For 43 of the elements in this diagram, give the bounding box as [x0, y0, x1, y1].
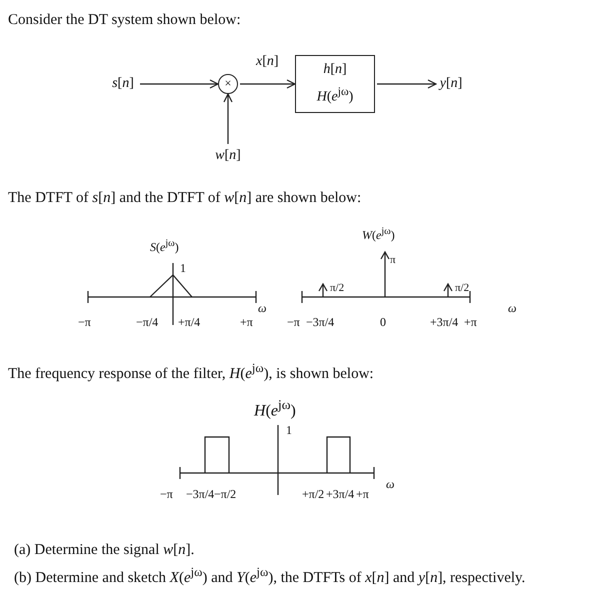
signal-label: w[n]: [213, 146, 243, 166]
tick-label: +π: [464, 316, 477, 330]
value-label: π/2: [455, 282, 470, 294]
frequency-response-label: H(e$^{jω}$): [316, 84, 354, 106]
axis-label: ω: [386, 478, 394, 492]
multiplier-circle: ×: [218, 74, 238, 94]
axis-label: ω: [258, 302, 266, 316]
impulse-response-label: h[n]: [323, 62, 347, 79]
plot-title: H(e$^{jω}$): [254, 398, 296, 420]
tick-label: −3π/4: [306, 316, 334, 330]
tick-label: −3π/4: [186, 488, 214, 502]
tick-label: +π/4: [178, 316, 200, 330]
value-label: 1: [180, 262, 186, 276]
arrow: [223, 93, 233, 144]
plot-title: W(e$^{jω}$): [362, 226, 395, 242]
tick-label: 0: [380, 316, 386, 330]
arrow: [240, 79, 296, 89]
tick-label: −π: [78, 316, 91, 330]
question-text: (b) Determine and sketch X(e$^{jω}$) and Y(e$^{jω}$), the DTFTs of x[n] and y[n], respectively.: [14, 566, 526, 586]
axis-label: ω: [508, 302, 516, 316]
intro-text: Consider the DT system shown below:: [8, 12, 241, 28]
signal-label: s[n]: [108, 74, 138, 94]
tick-label: +π: [240, 316, 253, 330]
edge-label: x[n]: [256, 54, 279, 70]
tick-label: −π/4: [136, 316, 158, 330]
question-text: (a) Determine the signal w[n].: [14, 542, 194, 558]
signal-label: y[n]: [436, 74, 466, 94]
tick-label: +3π/4: [326, 488, 354, 502]
value-label: 1: [286, 424, 292, 438]
tick-label: −π: [287, 316, 300, 330]
arrow: [140, 79, 219, 89]
filter-box: [295, 55, 375, 113]
tick-label: +π: [356, 488, 369, 502]
tick-label: +3π/4: [430, 316, 458, 330]
tick-label: +π/2: [302, 488, 324, 502]
arrow: [377, 79, 437, 89]
value-label: π: [390, 254, 396, 266]
intro-text: The DTFT of s[n] and the DTFT of w[n] are shown below:: [8, 190, 362, 206]
value-label: π/2: [330, 282, 344, 294]
intro-text: The frequency response of the filter, H(e$^{jω}$), is shown below:: [8, 362, 374, 382]
tick-label: −π: [160, 488, 173, 502]
tick-label: −π/2: [214, 488, 236, 502]
plot-title: S(e$^{jω}$): [150, 238, 179, 254]
